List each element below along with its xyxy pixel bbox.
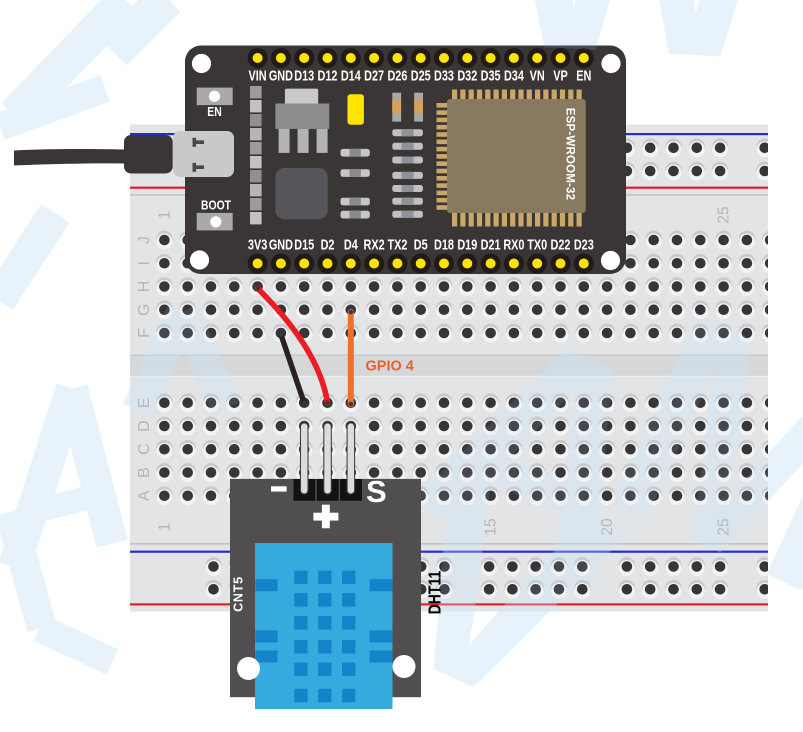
svg-text:D33: D33 <box>434 67 454 84</box>
svg-text:BOOT: BOOT <box>201 198 232 212</box>
svg-text:B: B <box>136 467 153 478</box>
svg-text:D22: D22 <box>551 236 571 253</box>
svg-text:EN: EN <box>207 105 221 119</box>
svg-text:D23: D23 <box>574 236 594 253</box>
svg-text:D25: D25 <box>411 67 431 84</box>
svg-text:CNT5: CNT5 <box>231 576 245 612</box>
svg-text:RX2: RX2 <box>364 236 385 253</box>
svg-text:D4: D4 <box>344 236 359 253</box>
svg-text:D14: D14 <box>341 67 362 84</box>
svg-text:D18: D18 <box>434 236 454 253</box>
svg-text:F: F <box>136 328 153 338</box>
svg-text:S: S <box>366 474 387 509</box>
svg-text:C: C <box>136 443 153 455</box>
svg-text:J: J <box>136 236 153 244</box>
svg-text:25: 25 <box>716 206 733 223</box>
svg-text:GND: GND <box>269 236 293 253</box>
svg-text:H: H <box>136 281 153 293</box>
svg-text:D2: D2 <box>321 236 335 253</box>
svg-text:D21: D21 <box>481 236 501 253</box>
svg-text:G: G <box>136 304 153 316</box>
svg-text:D32: D32 <box>457 67 477 84</box>
svg-text:GPIO 4: GPIO 4 <box>366 359 414 375</box>
svg-text:3V3: 3V3 <box>248 236 267 253</box>
svg-text:D12: D12 <box>318 67 338 84</box>
svg-text:D15: D15 <box>294 236 314 253</box>
svg-text:D: D <box>136 420 153 432</box>
svg-text:GND: GND <box>269 67 293 84</box>
svg-text:I: I <box>136 261 153 265</box>
svg-text:1: 1 <box>156 211 173 220</box>
svg-text:D5: D5 <box>414 236 428 253</box>
svg-text:TX2: TX2 <box>387 236 407 253</box>
svg-text:DHT11: DHT11 <box>425 571 445 615</box>
svg-text:TX0: TX0 <box>527 236 547 253</box>
svg-text:A: A <box>136 490 153 501</box>
svg-text:D13: D13 <box>294 67 314 84</box>
svg-text:VIN: VIN <box>249 67 267 84</box>
svg-text:D19: D19 <box>457 236 477 253</box>
svg-text:ESP-WROOM-32: ESP-WROOM-32 <box>564 108 576 201</box>
svg-text:1: 1 <box>156 523 173 532</box>
svg-text:RX0: RX0 <box>503 236 524 253</box>
svg-text:D26: D26 <box>387 67 407 84</box>
svg-text:D27: D27 <box>364 67 384 84</box>
